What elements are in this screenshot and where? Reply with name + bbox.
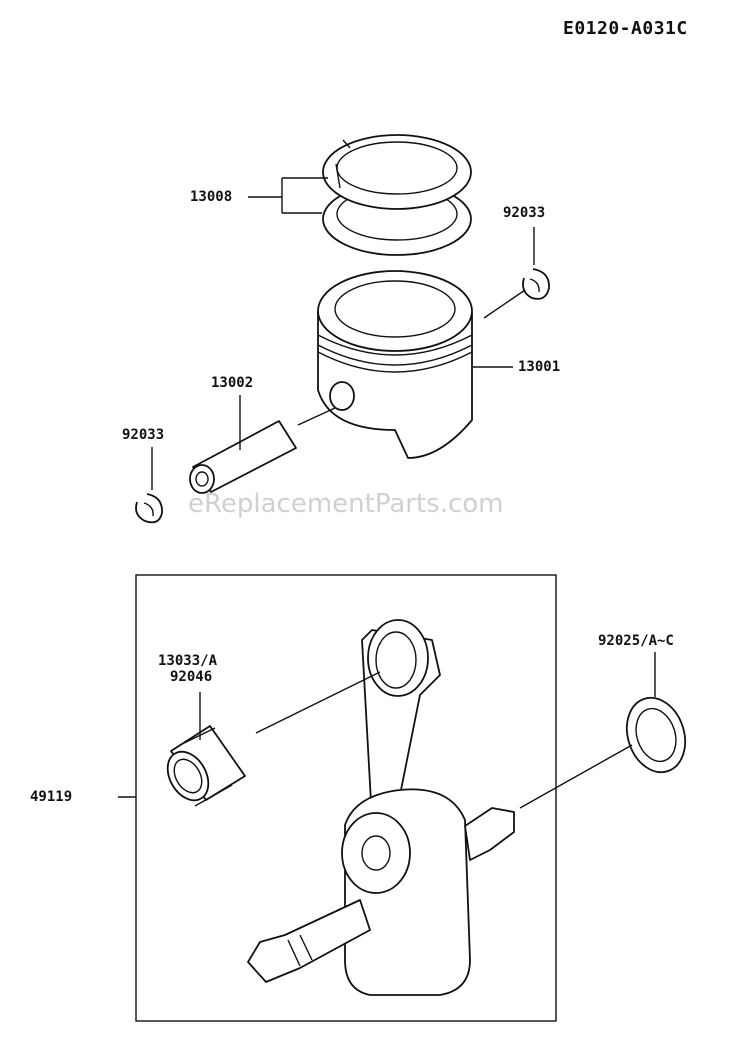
needle-bearing-drawing <box>166 725 246 807</box>
leader-lines <box>118 177 656 809</box>
circlip-right-drawing <box>522 268 550 300</box>
piston-drawing <box>317 270 473 459</box>
part-label-crankshaft-assembly[interactable]: 49119 <box>30 789 73 805</box>
part-label-needle-bearing-1[interactable]: 13033/A <box>158 653 218 669</box>
part-label-needle-bearing-2[interactable]: 92046 <box>170 669 213 685</box>
watermark: eReplacementParts.com <box>188 489 504 519</box>
part-label-washer[interactable]: 92025/A~C <box>598 633 674 649</box>
crankshaft-box <box>135 574 557 1022</box>
part-label-circlip-left[interactable]: 92033 <box>122 427 165 443</box>
washer-drawing <box>625 696 687 774</box>
piston-pin-drawing <box>189 420 297 494</box>
part-label-piston-rings[interactable]: 13008 <box>190 189 233 205</box>
crankshaft-drawing <box>247 619 515 996</box>
part-label-circlip-right[interactable]: 92033 <box>503 205 546 221</box>
piston-rings-drawing <box>322 134 472 256</box>
part-label-piston-pin[interactable]: 13002 <box>211 375 254 391</box>
diagram-code: E0120-A031C <box>563 18 688 39</box>
circlip-left-drawing <box>135 493 163 524</box>
part-label-piston[interactable]: 13001 <box>518 359 561 375</box>
